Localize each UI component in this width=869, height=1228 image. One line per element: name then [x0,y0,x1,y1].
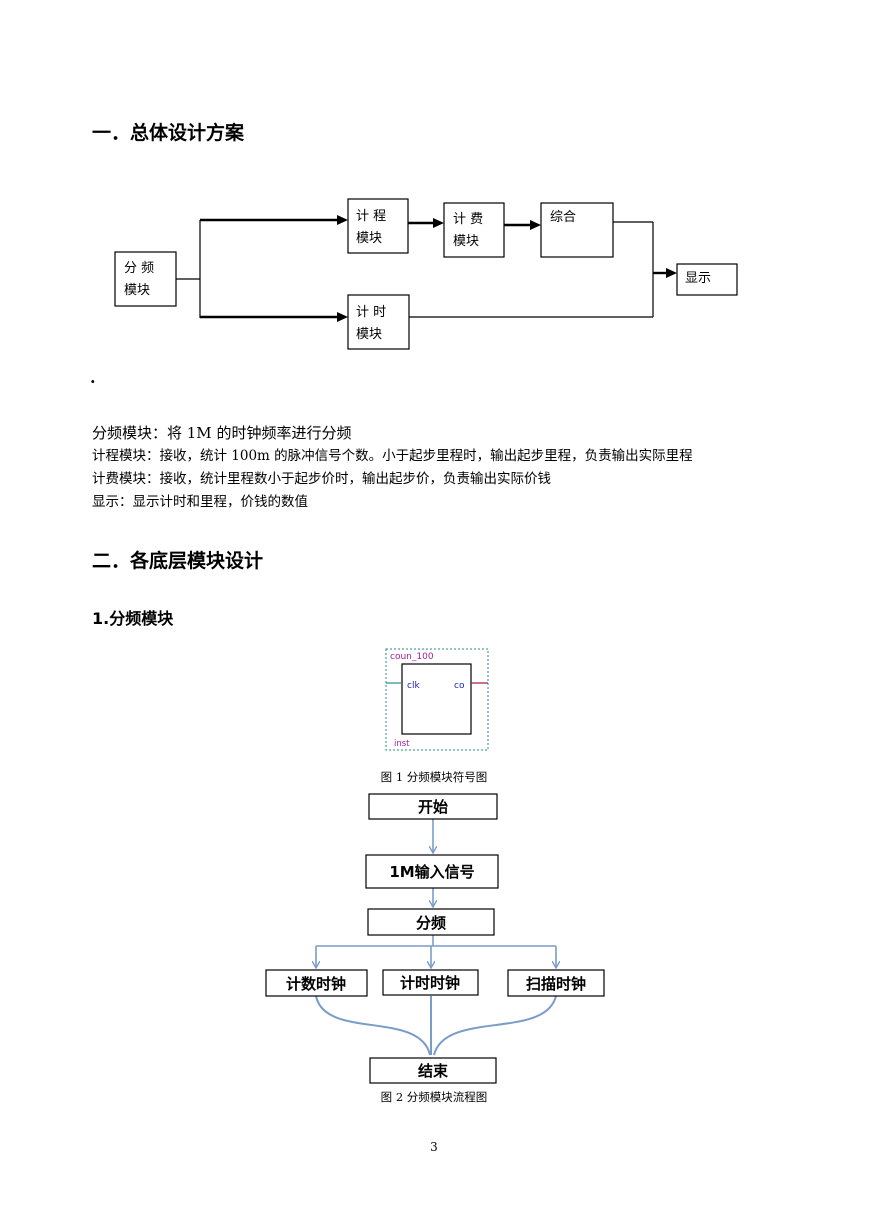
scan-clock-label: 扫描时钟 [526,975,586,993]
scan-clock-box [507,969,605,997]
timer-clock-label: 计时时钟 [400,974,460,992]
symbol-name: coun_100 [390,652,434,662]
system-block-diagram [114,198,738,350]
timer-label-line2: 模块 [356,327,383,342]
desc-fee: 计费模块：接收，统计里程数小于起步价时，输出起步价，负责输出实际价钱 [92,471,551,487]
fig2-caption: 图 2 分频模块流程图 [380,1090,488,1104]
combine-block-label: 综合 [550,210,577,225]
section-title-overall-design: 一．总体设计方案 [92,122,245,144]
input-label: 1M输入信号 [389,863,474,881]
mileage-label-line1: 计 程 [356,209,387,224]
arrowheads [337,215,677,322]
display-block [676,263,738,296]
divide-label: 分频 [416,914,446,932]
divider-flowchart: 开始 1M输入信号 分频 计数时钟 计时时钟 扫描时钟 结束 [265,793,605,1084]
flowchart-connectors [316,819,556,1056]
mileage-block-label: 计 程 模块 [356,206,386,250]
coun100-symbol: coun_100 clk co inst [385,648,489,751]
combine-block [540,202,614,258]
start-label: 开始 [418,798,448,816]
end-label: 结束 [418,1062,449,1080]
section-title-module-design: 二．各底层模块设计 [92,550,264,572]
mileage-label-line2: 模块 [356,231,383,246]
count-clock-box [265,969,368,997]
symbol-frame [385,648,489,751]
fee-block-label: 计 费 模块 [453,209,483,253]
divider-label-line2: 模块 [124,283,151,298]
subsection-title-divider: 1.分频模块 [92,609,174,628]
page-number: 3 [430,1140,438,1154]
clk-port-label: clk [407,681,420,691]
timer-label-line1: 计 时 [356,305,387,320]
timer-clock-box [382,969,479,996]
desc-display: 显示：显示计时和里程，价钱的数值 [92,494,308,510]
timer-block-label: 计 时 模块 [356,302,386,346]
co-port-label: co [454,681,465,691]
desc-divider: 分频模块：将 1M 的时钟频率进行分频 [92,424,352,442]
mileage-block [347,198,409,254]
block-connectors [176,218,668,319]
bullet-mark: · [90,372,96,391]
end-box [369,1057,497,1084]
count-clock-label: 计数时钟 [286,975,346,993]
start-box [368,793,498,820]
divider-block-label: 分 频 模块 [124,258,154,302]
display-block-label: 显示 [685,271,712,286]
timer-block [347,294,410,350]
fee-label-line2: 模块 [453,234,480,249]
instance-label: inst [394,739,410,749]
fee-block [443,202,505,258]
divider-label-line1: 分 频 [124,261,155,276]
divide-box [367,908,495,936]
input-box [365,854,499,889]
fig1-caption: 图 1 分频模块符号图 [380,770,488,784]
fee-label-line1: 计 费 [453,212,484,227]
desc-mileage: 计程模块：接收，统计 100m 的脉冲信号个数。小于起步里程时，输出起步里程，负… [92,448,693,464]
symbol-body [401,663,472,735]
